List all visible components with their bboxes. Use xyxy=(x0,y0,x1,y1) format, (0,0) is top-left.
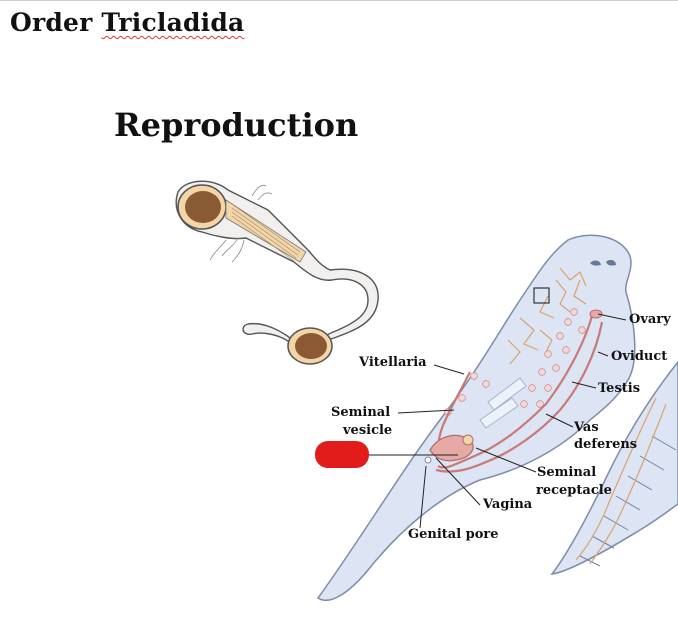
label-seminal-receptacle-line2: receptacle xyxy=(536,483,612,498)
title-word: Tricladida xyxy=(101,8,245,37)
label-oviduct: Oviduct xyxy=(611,349,668,364)
label-seminal-vesicle-line2: vesicle xyxy=(343,423,393,438)
slide-subtitle: Reproduction xyxy=(114,106,359,144)
label-genital-pore: Genital pore xyxy=(408,527,499,542)
label-ovary: Ovary xyxy=(629,312,671,327)
planarian-body xyxy=(316,234,636,601)
label-vagina: Vagina xyxy=(483,497,533,512)
leader-lines xyxy=(366,313,627,529)
label-vas-deferens-line2: deferens xyxy=(574,437,638,452)
slide-title: Order Tricladida xyxy=(10,8,244,37)
redaction-mark xyxy=(315,441,369,468)
label-seminal-vesicle-line1: Seminal xyxy=(331,405,391,420)
label-seminal-receptacle-line1: Seminal xyxy=(537,465,597,480)
label-testis: Testis xyxy=(598,381,641,396)
label-vas-deferens-line1: Vas xyxy=(574,420,599,435)
partial-planarian xyxy=(550,360,678,575)
title-prefix: Order xyxy=(10,8,102,37)
top-border xyxy=(0,0,678,1)
label-vitellaria: Vitellaria xyxy=(359,355,427,370)
copulatory-organ-illustration xyxy=(175,180,379,365)
